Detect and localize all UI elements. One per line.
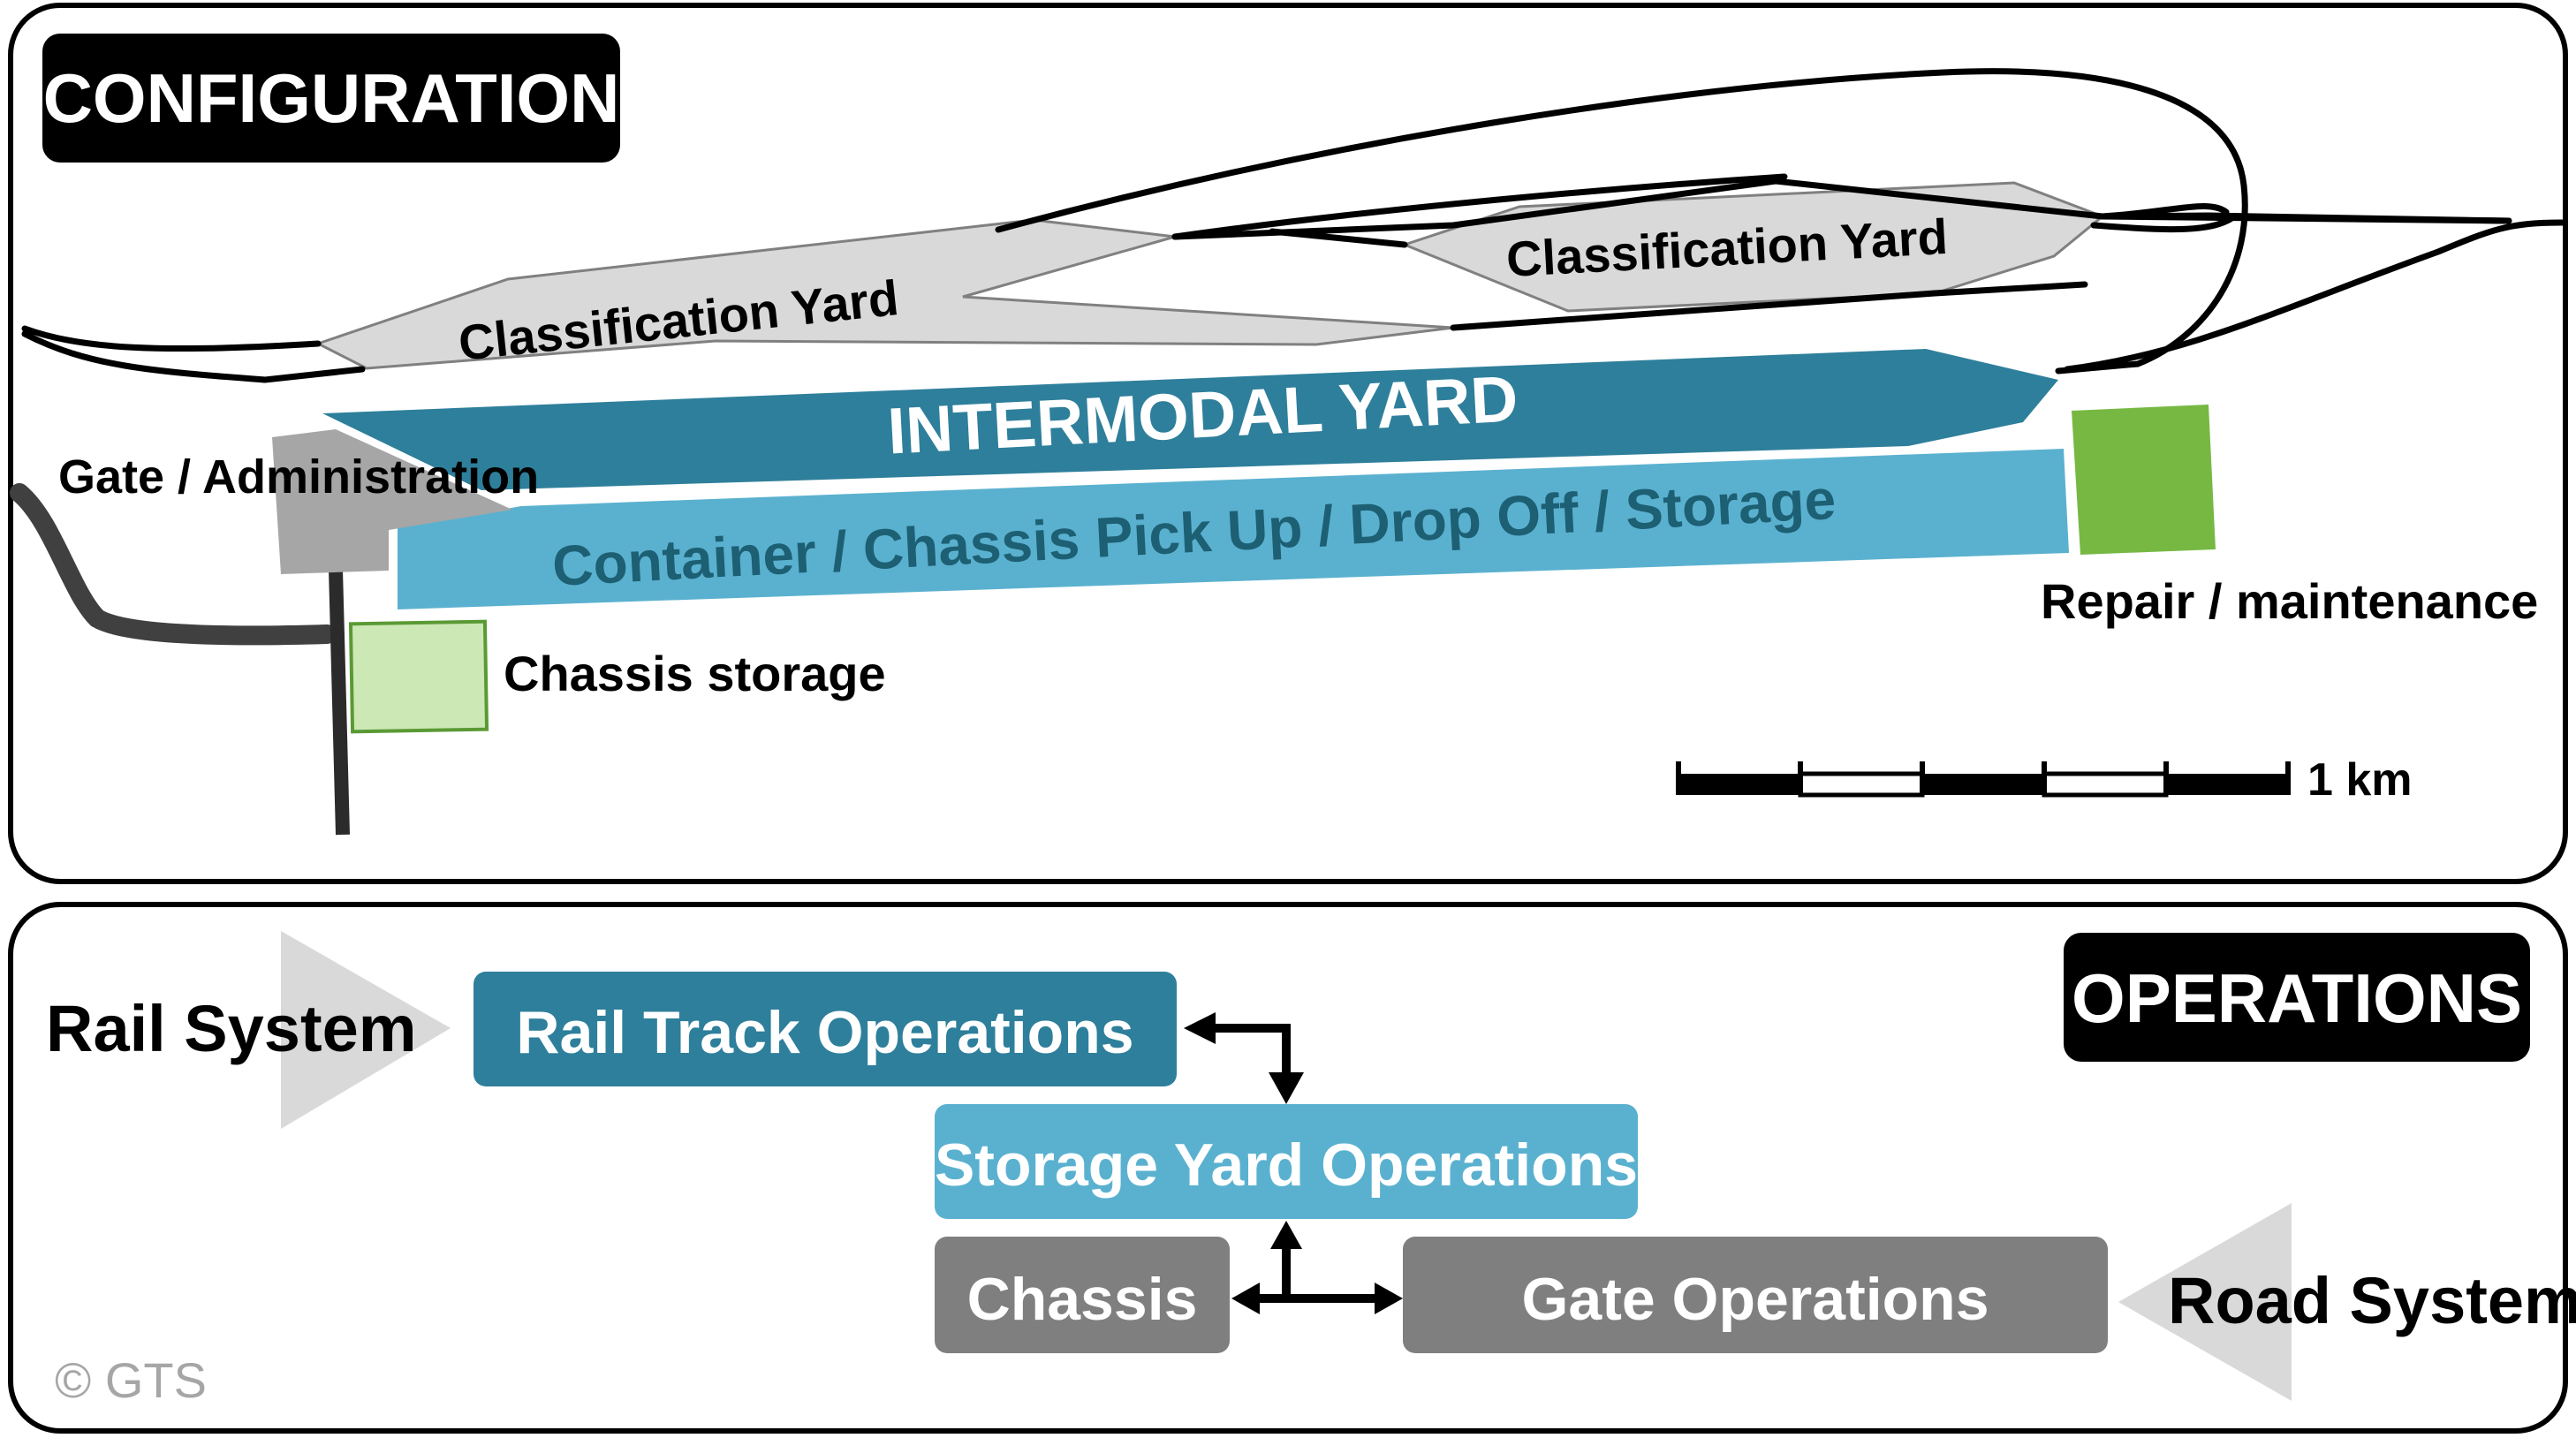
rail-track-operations-label: Rail Track Operations xyxy=(516,999,1133,1066)
operations-title: OPERATIONS xyxy=(2072,959,2522,1037)
road-system-label: Road System xyxy=(2168,1264,2576,1337)
repair-maintenance-area xyxy=(2072,405,2216,555)
access-road xyxy=(10,483,337,646)
chassis-storage-label: Chassis storage xyxy=(504,646,886,701)
gate-operations-box xyxy=(1403,1237,2108,1353)
configuration-title-badge xyxy=(42,34,620,163)
operations-title-badge xyxy=(2064,933,2530,1062)
scale-bar-label: 1 km xyxy=(2307,754,2413,806)
copyright-label: © GTS xyxy=(55,1352,207,1408)
connector-arrows xyxy=(1184,1012,1403,1314)
storage-yard-operations-box xyxy=(935,1104,1638,1219)
chassis-label: Chassis xyxy=(967,1266,1198,1333)
gate-administration-building xyxy=(272,429,512,574)
road-system-arrow xyxy=(2118,1203,2292,1401)
rail-system-arrow xyxy=(281,931,451,1129)
intermodal-yard-area xyxy=(322,349,2058,490)
operations-panel: OPERATIONS Rail System Road System Rail … xyxy=(8,902,2576,1434)
configuration-panel: CONFIGURATION INTERMODAL YARD Container … xyxy=(8,3,2568,884)
gate-administration-label: Gate / Administration xyxy=(58,450,539,503)
storage-yard-operations-label: Storage Yard Operations xyxy=(935,1131,1638,1199)
rail-track-operations-box xyxy=(474,972,1177,1086)
chassis-storage-area xyxy=(348,619,489,734)
repair-maintenance-label: Repair / maintenance xyxy=(2041,573,2538,629)
rail-system-label: Rail System xyxy=(46,992,417,1065)
chassis-box xyxy=(935,1237,1230,1353)
configuration-title: CONFIGURATION xyxy=(43,59,620,137)
rail-tracks xyxy=(21,68,2565,383)
gate-operations-label: Gate Operations xyxy=(1521,1266,1989,1333)
container-chassis-area xyxy=(398,449,2069,609)
scale-bar xyxy=(1676,761,2291,798)
classification-yard-left-area xyxy=(314,218,1454,370)
gate-road-vertical xyxy=(329,569,350,836)
